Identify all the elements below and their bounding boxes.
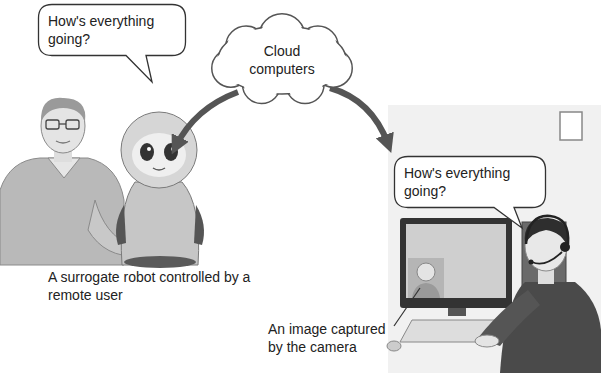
picture-frame xyxy=(560,112,582,140)
cloud-arrow xyxy=(176,92,238,146)
cloud-outline xyxy=(218,26,346,94)
room-background xyxy=(388,105,601,373)
leader-line xyxy=(394,288,420,326)
cloud-arrow xyxy=(330,88,388,144)
remote-user-figure xyxy=(0,98,138,265)
local-user-figure xyxy=(475,216,601,373)
cloud-label: Cloud computers xyxy=(240,42,324,78)
figure-caption: A surrogate robot controlled by a remote… xyxy=(48,268,253,304)
bubble-outline xyxy=(394,156,546,208)
figure-caption: An image captured by the camera xyxy=(268,320,396,356)
speech-text: How's everything going? xyxy=(48,12,176,48)
speech-text: How's everything going? xyxy=(404,164,536,200)
cloud-shape: Cloud computers xyxy=(218,26,346,94)
speech-bubble: How's everything going? xyxy=(394,156,546,208)
speech-bubble: How's everything going? xyxy=(38,4,186,56)
surrogate-robot xyxy=(116,112,204,268)
bubble-outline xyxy=(38,4,186,56)
